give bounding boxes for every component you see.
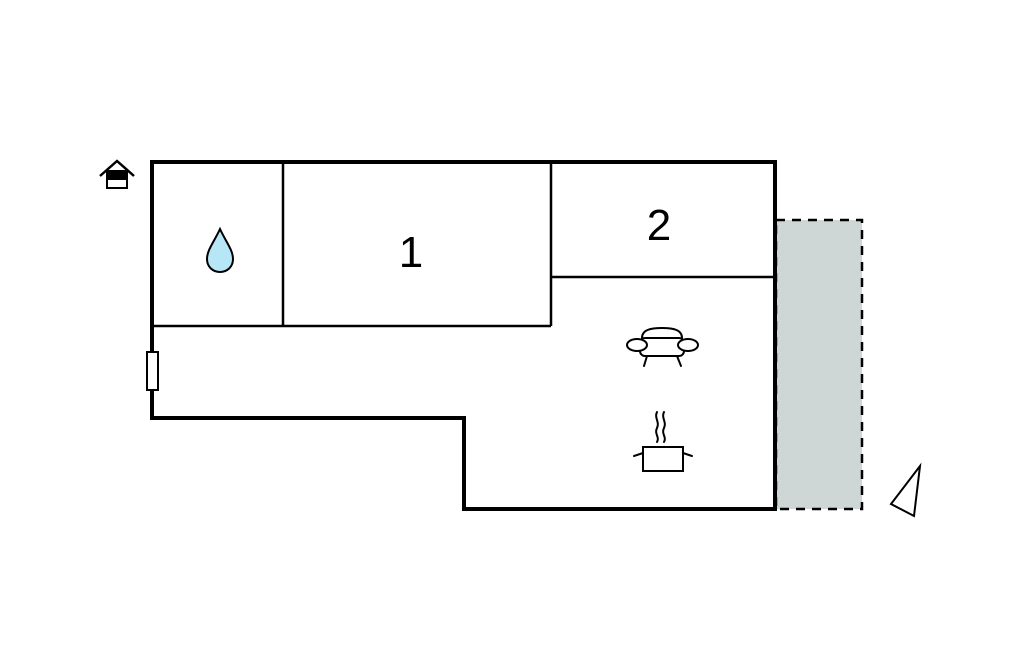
room-label-1: 1 — [399, 228, 423, 277]
cooking-pot-icon — [633, 411, 693, 472]
room-label-2: 2 — [647, 201, 671, 250]
water-drop-icon — [205, 226, 235, 274]
outer-walls — [150, 160, 777, 511]
entrance-door — [146, 351, 159, 391]
terrace-area — [774, 218, 864, 511]
sofa-icon — [626, 326, 699, 367]
house-entrance-icon — [99, 159, 135, 189]
north-arrow-icon — [889, 462, 922, 518]
